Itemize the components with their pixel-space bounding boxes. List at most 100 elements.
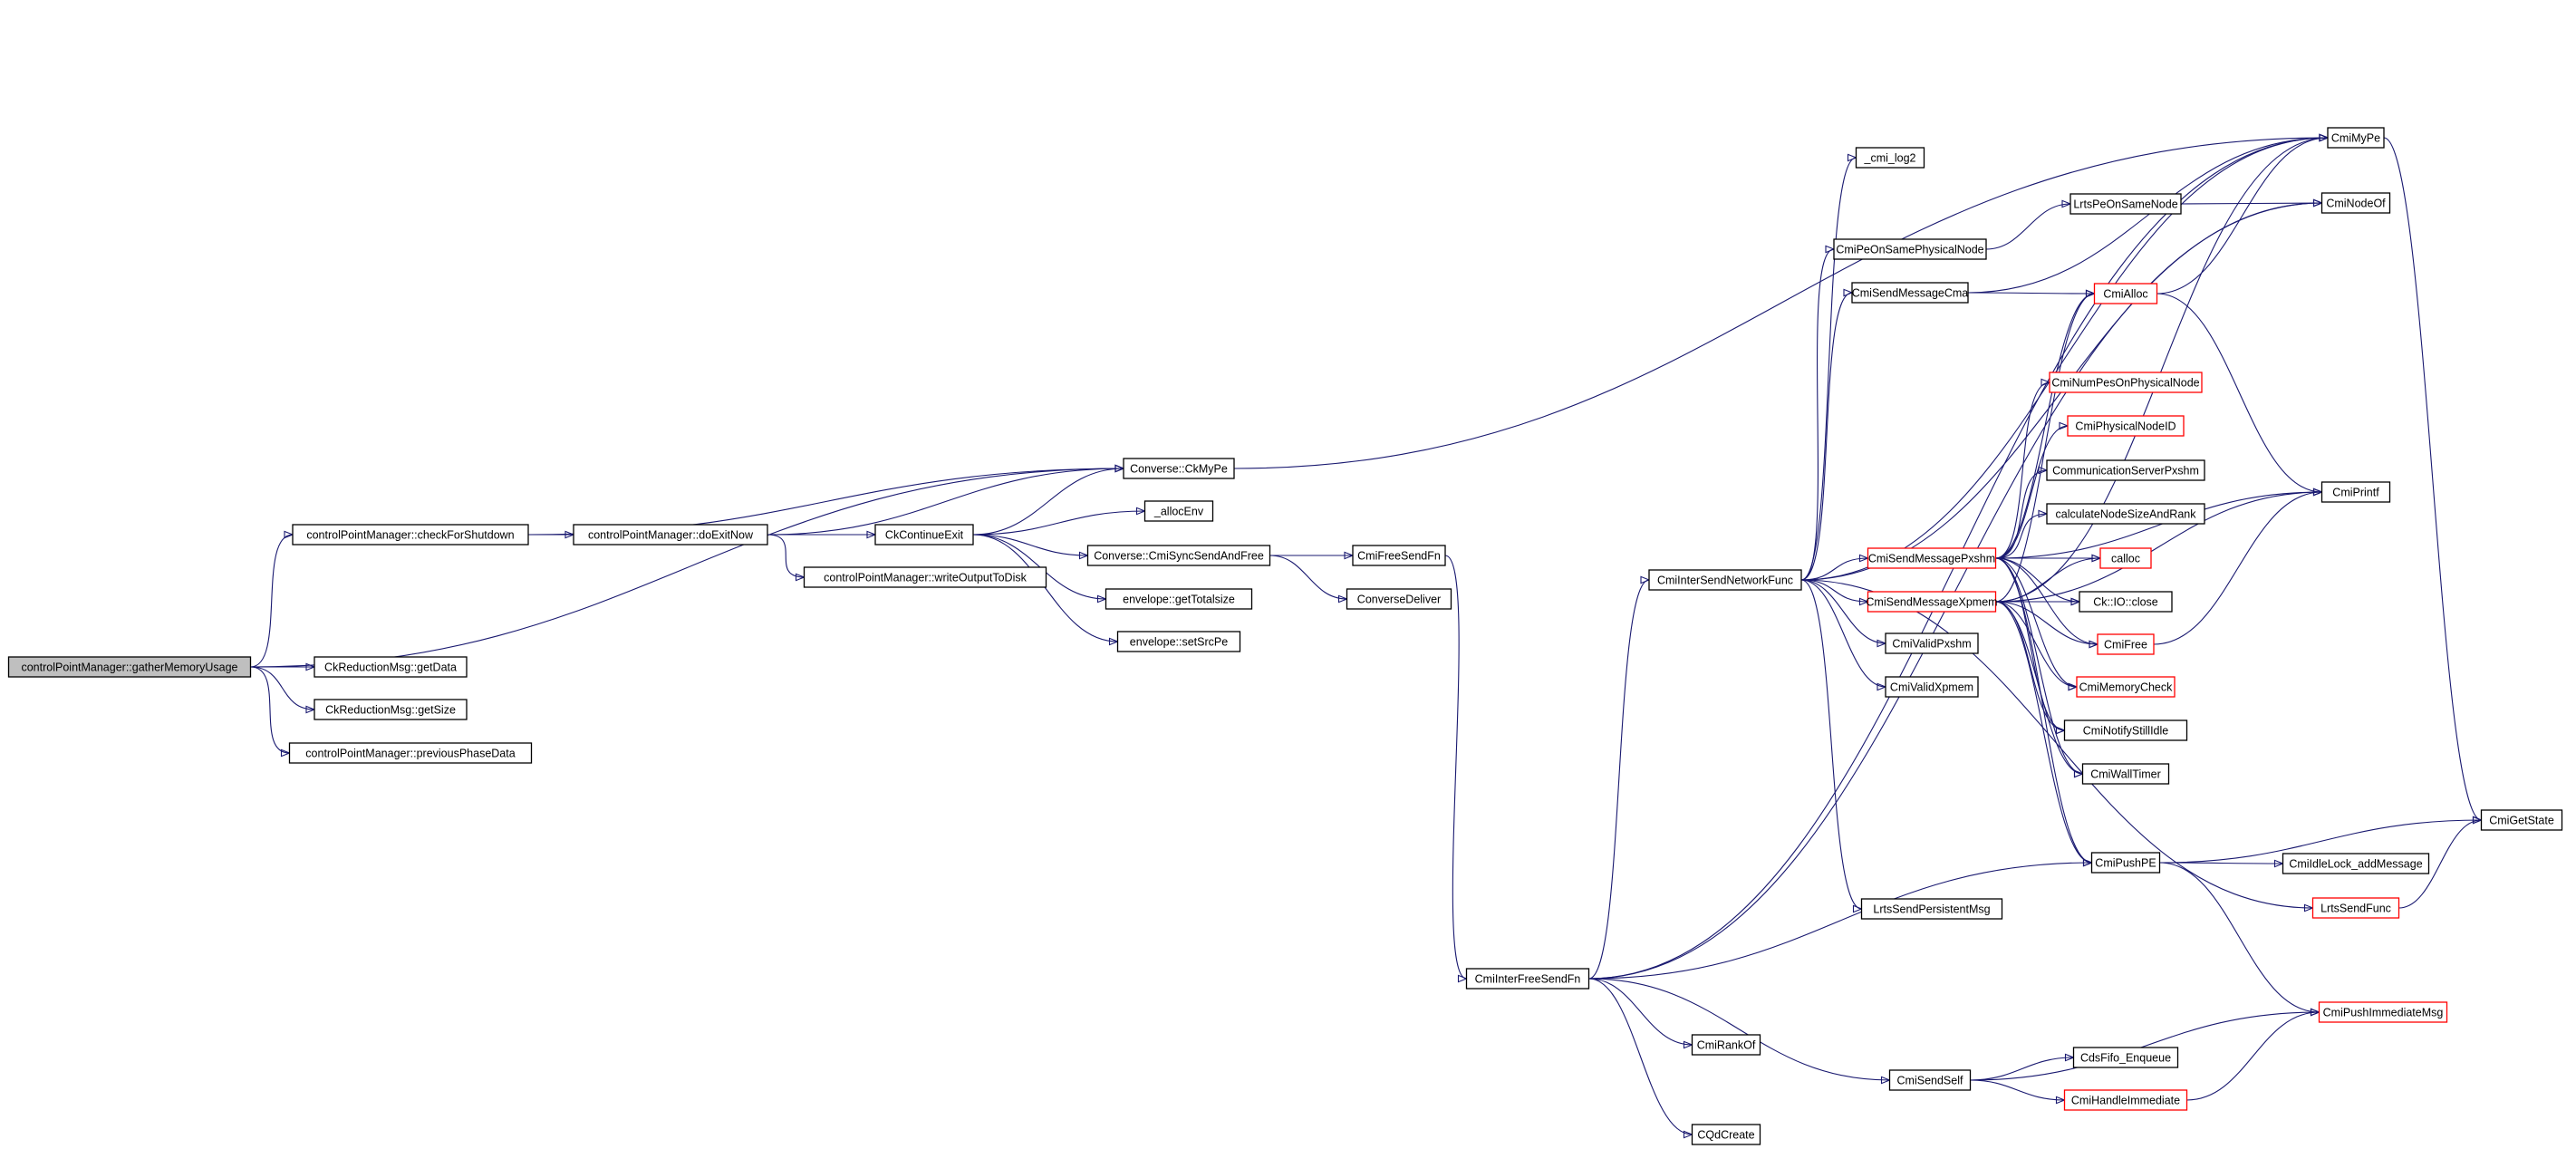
edge-cmi-inter-send-network-func-to-lrts-send-persistent-msg — [1800, 579, 1863, 913]
node-cds-fifo-enqueue[interactable]: CdsFifo_Enqueue — [2072, 1047, 2179, 1068]
edge-cmi-inter-send-network-func-to-cmi-pe-on-same-physical-node — [1800, 245, 1836, 581]
node-label: controlPointManager::doExitNow — [588, 529, 754, 542]
node-cmi-sync-send-and-free[interactable]: Converse::CmiSyncSendAndFree — [1086, 545, 1271, 566]
node-label: CkReductionMsg::getSize — [325, 704, 456, 717]
node-cmi-send-self[interactable]: CmiSendSelf — [1888, 1069, 1972, 1091]
node-label: CdsFifo_Enqueue — [2080, 1052, 2171, 1065]
arrow-head-icon — [1858, 554, 1869, 563]
node-ck-reduction-get-data[interactable]: CkReductionMsg::getData — [314, 656, 468, 678]
node-label: CmiNumPesOnPhysicalNode — [2051, 377, 2199, 390]
node-cmi-wall-timer[interactable]: CmiWallTimer — [2081, 763, 2170, 785]
node-cmi-notify-still-idle[interactable]: CmiNotifyStillIdle — [2063, 719, 2188, 741]
arrow-head-icon — [2038, 509, 2049, 518]
node-box — [803, 566, 1047, 588]
arrow-head-icon — [1344, 551, 1355, 560]
edge-ck-continue-exit-to-alloc-env — [972, 507, 1146, 536]
node-lrts-send-persistent-msg[interactable]: LrtsSendPersistentMsg — [1860, 898, 2003, 920]
node-cmi-idle-lock-add-message[interactable]: CmiIdleLock_addMessage — [2282, 853, 2430, 874]
node-cqd-create[interactable]: CQdCreate — [1691, 1124, 1761, 1145]
node-lrts-pe-on-same-node[interactable]: LrtsPeOnSameNode — [2069, 193, 2182, 215]
node-label: CmiValidXpmem — [1890, 681, 1973, 694]
node-write-output-to-disk[interactable]: controlPointManager::writeOutputToDisk — [803, 566, 1047, 588]
node-box — [1867, 547, 1997, 569]
edge-line — [2383, 137, 2482, 821]
edge-line — [2153, 491, 2322, 645]
edge-cmi-inter-send-network-func-to-cmi-send-message-xpmem — [1800, 579, 1869, 606]
node-label: CmiSendMessageCma — [1852, 287, 1969, 300]
node-cmi-push-immediate-msg[interactable]: CmiPushImmediateMsg — [2318, 1001, 2448, 1023]
node-gather-memory-usage[interactable]: controlPointManager::gatherMemoryUsage — [7, 656, 252, 678]
node-cmi-send-message-xpmem[interactable]: CmiSendMessageXpmem — [1866, 591, 1998, 613]
arrow-head-icon — [795, 573, 806, 582]
node-ck-ioclose[interactable]: Ck::IO::close — [2079, 591, 2173, 613]
node-label: ConverseDeliver — [1357, 594, 1441, 606]
node-cmi-send-message-pxshm[interactable]: CmiSendMessagePxshm — [1867, 547, 1997, 569]
edge-cmi-send-message-xpmem-to-cmi-alloc — [1995, 289, 2096, 603]
node-box — [2320, 192, 2391, 214]
node-alloc-env[interactable]: _allocEnv — [1143, 500, 1214, 522]
arrow-head-icon — [1108, 637, 1119, 646]
node-previous-phase-data[interactable]: controlPointManager::previousPhaseData — [288, 742, 533, 764]
node-converse-ck-my-pe[interactable]: Converse::CkMyPe — [1123, 458, 1235, 479]
node-cmi-pe-on-same-physical-node[interactable]: CmiPeOnSamePhysicalNode — [1833, 238, 1987, 260]
node-cmi-free-send-fn[interactable]: CmiFreeSendFn — [1352, 545, 1446, 566]
arrow-head-icon — [2070, 597, 2081, 606]
node-calloc[interactable]: calloc — [2099, 547, 2152, 569]
node-cmi-send-message-cma[interactable]: CmiSendMessageCma — [1851, 282, 1969, 304]
arrow-head-icon — [2319, 133, 2330, 142]
node-label: calculateNodeSizeAndRank — [2056, 508, 2197, 521]
node-box — [1691, 1034, 1761, 1056]
arrow-head-icon — [1877, 682, 1887, 691]
edge-line — [767, 534, 805, 578]
node-label: CmiPrintf — [2332, 487, 2379, 499]
edge-line — [1588, 862, 2092, 980]
node-cmi-get-state[interactable]: CmiGetState — [2480, 809, 2563, 831]
edge-cmi-inter-free-send-fn-to-cmi-send-self — [1588, 978, 1891, 1085]
node-cmi-printf[interactable]: CmiPrintf — [2320, 481, 2391, 503]
node-label: CmiIdleLock_addMessage — [2289, 858, 2422, 871]
edge-line — [972, 468, 1124, 536]
node-cmi-node-of[interactable]: CmiNodeOf — [2320, 192, 2391, 214]
node-box — [2063, 1089, 2188, 1111]
node-check-for-shutdown[interactable]: controlPointManager::checkForShutdown — [292, 524, 529, 546]
node-layer: controlPointManager::gatherMemoryUsageco… — [7, 127, 2563, 1145]
node-box — [1116, 631, 1241, 652]
node-set-src-pe[interactable]: envelope::setSrcPe — [1116, 631, 1241, 652]
node-cmi-physical-node-id[interactable]: CmiPhysicalNodeID — [2067, 415, 2185, 437]
node-cmi-num-pes-on-physical-node[interactable]: CmiNumPesOnPhysicalNode — [2049, 372, 2203, 393]
node-get-totalsize[interactable]: envelope::getTotalsize — [1105, 588, 1253, 610]
edge-cmi-alloc-to-cmi-my-pe — [2156, 133, 2330, 294]
node-cmi-inter-free-send-fn[interactable]: CmiInterFreeSendFn — [1465, 968, 1590, 990]
node-communication-server-pxshm[interactable]: CommunicationServerPxshm — [2046, 459, 2205, 481]
node-do-exit-now[interactable]: controlPointManager::doExitNow — [573, 524, 768, 546]
edge-gather-memory-usage-to-previous-phase-data — [250, 666, 291, 758]
node-cmi-alloc[interactable]: CmiAlloc — [2093, 283, 2158, 304]
node-lrts-send-func[interactable]: LrtsSendFunc — [2311, 897, 2400, 919]
node-cmi-memory-check[interactable]: CmiMemoryCheck — [2076, 676, 2176, 698]
arrow-head-icon — [1337, 594, 1348, 603]
edge-line — [2156, 137, 2329, 294]
edge-cmi-push-pe-to-cmi-push-immediate-msg — [2159, 862, 2320, 1017]
node-calculate-node-size-and-rank[interactable]: calculateNodeSizeAndRank — [2046, 503, 2205, 525]
node-cmi-inter-send-network-func[interactable]: CmiInterSendNetworkFunc — [1648, 569, 1802, 591]
node-cmi-valid-xpmem[interactable]: CmiValidXpmem — [1885, 676, 1979, 698]
edge-cmi-send-self-to-cds-fifo-enqueue — [1970, 1053, 2075, 1081]
node-ck-continue-exit[interactable]: CkContinueExit — [874, 524, 974, 546]
node-converse-deliver[interactable]: ConverseDeliver — [1346, 588, 1452, 610]
arrow-head-icon — [2073, 769, 2084, 778]
node-cmi-rank-of[interactable]: CmiRankOf — [1691, 1034, 1761, 1056]
node-ck-reduction-get-size[interactable]: CkReductionMsg::getSize — [314, 699, 468, 720]
edge-line — [767, 468, 1124, 536]
node-cmi-push-pe[interactable]: CmiPushPE — [2090, 852, 2161, 874]
node-cmi-free[interactable]: CmiFree — [2097, 633, 2155, 655]
arrow-head-icon — [2303, 903, 2314, 912]
node-label: CmiWallTimer — [2090, 768, 2161, 781]
edge-line — [972, 534, 1088, 556]
edge-line — [250, 666, 290, 754]
node-cmi-handle-immediate[interactable]: CmiHandleImmediate — [2063, 1089, 2188, 1111]
node-cmi-my-pe[interactable]: CmiMyPe — [2327, 127, 2385, 149]
node-cmi-valid-pxshm[interactable]: CmiValidPxshm — [1885, 632, 1979, 654]
edge-gather-memory-usage-to-ck-reduction-get-size — [250, 666, 316, 714]
node-cmi-log2[interactable]: _cmi_log2 — [1855, 147, 1925, 169]
edge-cmi-send-message-xpmem-to-cmi-push-pe — [1995, 601, 2093, 867]
